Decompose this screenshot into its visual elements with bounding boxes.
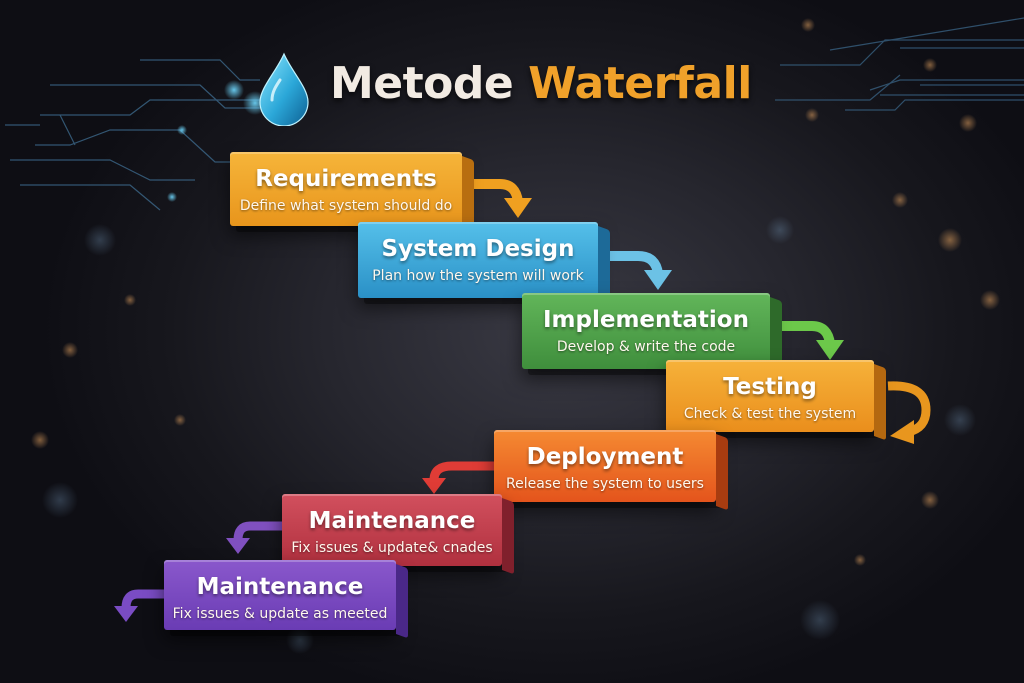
phase-system-design: System Design Plan how the system will w… — [358, 222, 598, 298]
phase-maintenance-1: Maintenance Fix issues & update& cnades — [282, 494, 502, 566]
arrow-testing-to-deployment — [887, 381, 931, 444]
phase-description: Develop & write the code — [556, 339, 736, 355]
phase-requirements: Requirements Define what system should d… — [230, 152, 462, 226]
phase-name: System Design — [381, 236, 575, 262]
phase-description: Fix issues & update as meeted — [172, 606, 388, 622]
phase-description: Fix issues & update& cnades — [291, 540, 493, 556]
arrow-implementation-to-testing — [770, 321, 844, 360]
phase-name: Maintenance — [196, 574, 364, 600]
title-part-waterfall: Waterfall — [528, 58, 752, 109]
page-title: Metode Waterfall — [330, 58, 752, 109]
phase-description: Define what system should do — [239, 198, 453, 214]
phase-testing: Testing Check & test the system — [666, 360, 874, 432]
phase-name: Requirements — [255, 166, 437, 192]
phase-name: Deployment — [526, 444, 684, 470]
phase-name: Maintenance — [308, 508, 476, 534]
title-part-metode: Metode — [330, 58, 514, 109]
phase-description: Check & test the system — [683, 406, 857, 422]
phase-name: Implementation — [543, 307, 749, 333]
phase-description: Release the system to users — [506, 476, 704, 492]
phase-description: Plan how the system will work — [372, 268, 584, 284]
arrow-maintenance-loop — [114, 589, 170, 622]
arrow-requirements-to-design — [462, 179, 532, 218]
phase-deployment: Deployment Release the system to users — [494, 430, 716, 502]
arrow-deployment-to-maintenance — [422, 461, 500, 494]
phase-maintenance-2: Maintenance Fix issues & update as meete… — [164, 560, 396, 630]
phase-name: Testing — [723, 374, 817, 400]
arrow-maintenance-to-maintenance — [226, 521, 286, 554]
phase-implementation: Implementation Develop & write the code — [522, 293, 770, 369]
arrow-design-to-implementation — [598, 251, 672, 290]
water-drop-icon — [259, 52, 309, 126]
